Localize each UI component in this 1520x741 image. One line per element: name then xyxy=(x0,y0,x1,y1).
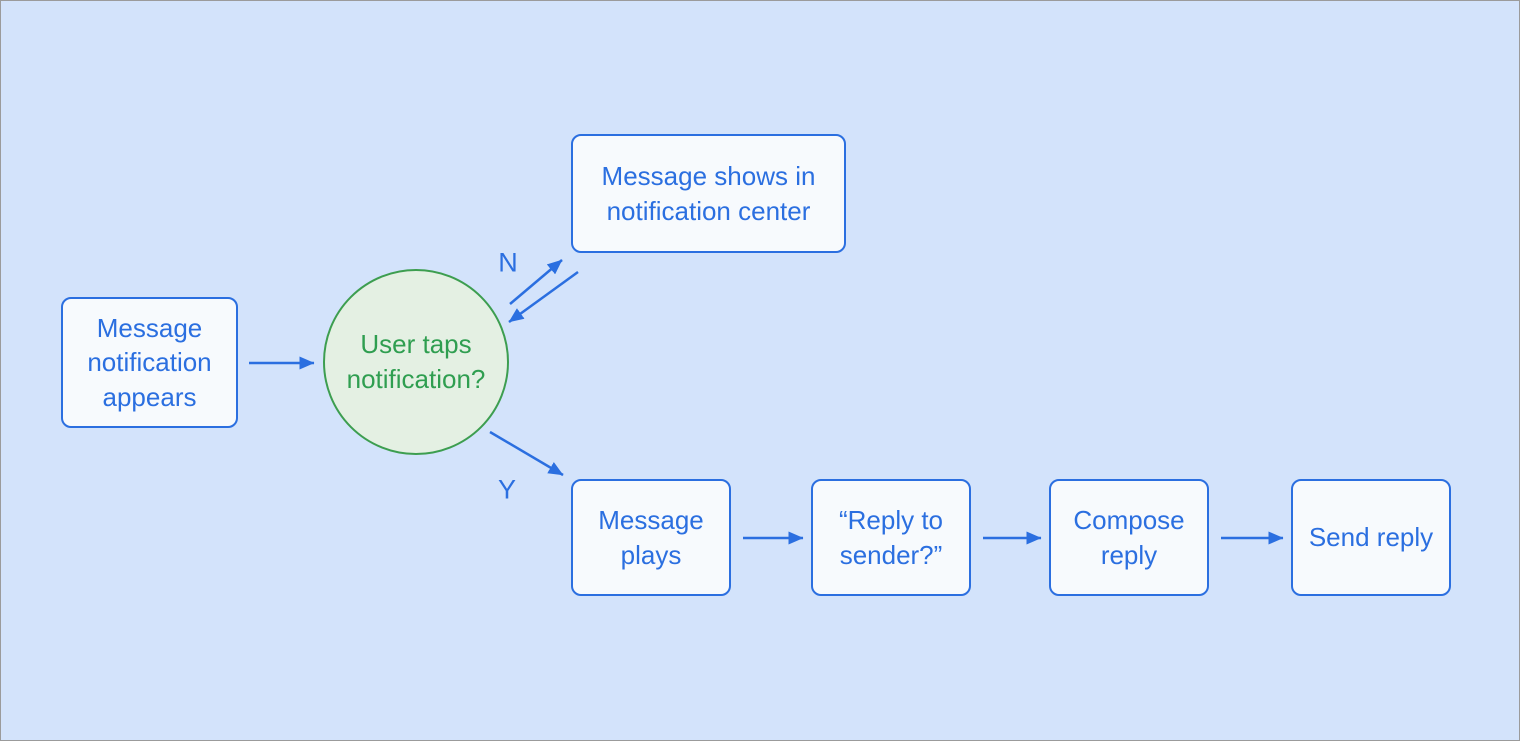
edge-label-no: N xyxy=(498,247,518,278)
node-reply-to-sender-prompt[interactable]: “Reply to sender?” xyxy=(811,479,971,596)
node-label: Message shows in notification center xyxy=(601,160,816,226)
edge-notification-center-to-decision xyxy=(508,270,579,324)
node-compose-reply[interactable]: Compose reply xyxy=(1049,479,1209,596)
edge-decision-to-notification-center xyxy=(509,259,563,305)
node-send-reply[interactable]: Send reply xyxy=(1291,479,1451,596)
node-label: Message notification appears xyxy=(87,312,212,412)
node-label: “Reply to sender?” xyxy=(838,504,944,570)
node-message-plays[interactable]: Message plays xyxy=(571,479,731,596)
node-message-shows-in-notification-center[interactable]: Message shows in notification center xyxy=(571,134,846,253)
node-label: User taps notification? xyxy=(346,329,486,394)
node-label: Send reply xyxy=(1308,522,1434,553)
node-user-taps-notification-decision[interactable]: User taps notification? xyxy=(323,269,509,455)
node-label: Message plays xyxy=(598,504,704,570)
node-label: Compose reply xyxy=(1073,504,1185,570)
edge-decision-to-message-plays xyxy=(489,430,564,477)
node-message-notification-appears[interactable]: Message notification appears xyxy=(61,297,238,428)
edge-label-yes: Y xyxy=(497,474,517,505)
